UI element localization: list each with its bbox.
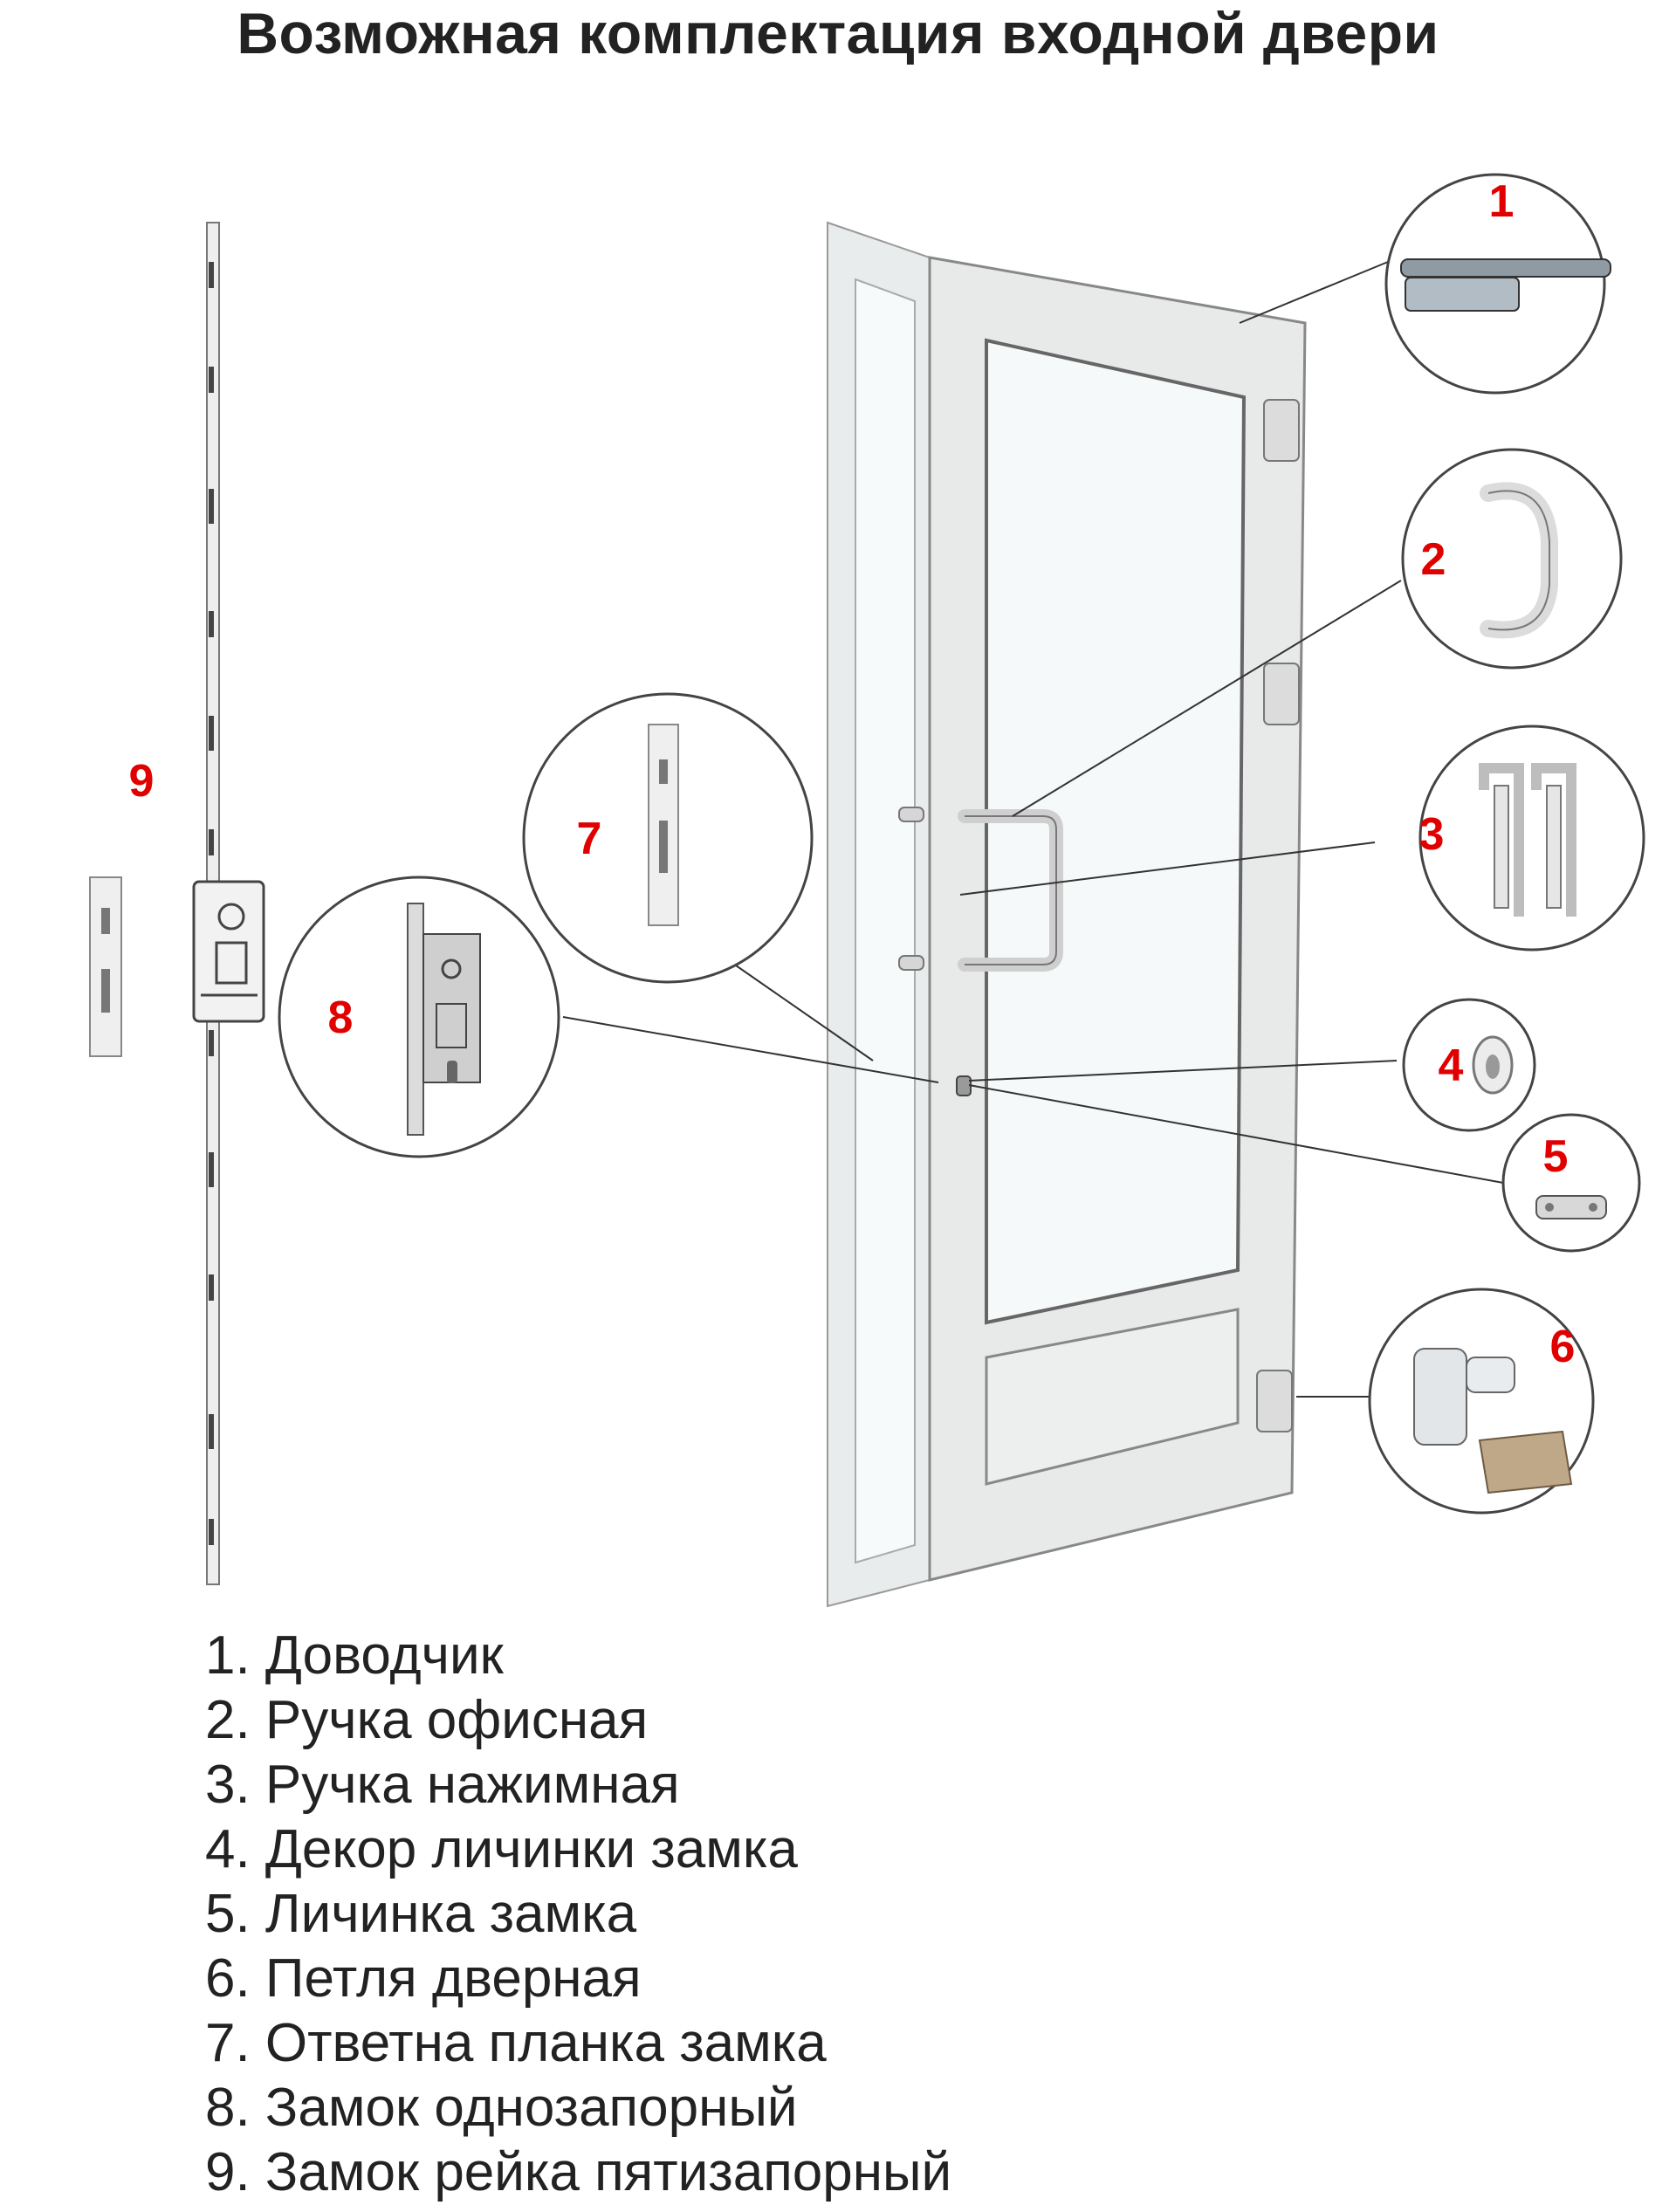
rail-lock-body [192, 880, 265, 1023]
callout-number-2: 2 [1421, 534, 1446, 585]
page-title: Возможная комплектация входной двери [237, 1, 1439, 65]
legend-item: 3. Ручка нажимная [205, 1755, 680, 1815]
callout-number-5: 5 [1543, 1131, 1569, 1182]
door-components-diagram: 9 [89, 173, 1645, 1608]
legend-item: 7. Ответна планка замка [205, 2013, 827, 2073]
multipoint-lock-rail [192, 222, 265, 1585]
callout-single-lock: 8 [278, 876, 560, 1158]
legend-item: 4. Декор личинки замка [205, 1819, 798, 1879]
rail-strike-plate [89, 876, 122, 1057]
legend-item: 8. Замок однозапорный [205, 2078, 798, 2138]
callout-closer: 1 [1384, 173, 1611, 395]
callout-number-3: 3 [1419, 809, 1445, 860]
callout-push-handle: 3 [1418, 725, 1645, 951]
door-keyhole [956, 1075, 972, 1096]
leader-lines [562, 261, 1504, 1398]
callout-cylinder-decor: 4 [1402, 998, 1536, 1132]
callout-number-7: 7 [577, 814, 602, 864]
callout-strike-plate: 7 [522, 692, 814, 984]
legend-item: 5. Личинка замка [205, 1884, 637, 1944]
legend-item: 9. Замок рейка пятизапорный [205, 2142, 952, 2202]
callout-number-8: 8 [328, 993, 354, 1043]
legend-item: 2. Ручка офисная [205, 1690, 649, 1750]
callout-number-1: 1 [1489, 176, 1515, 227]
callout-office-handle: 2 [1401, 448, 1623, 670]
callout-number-6: 6 [1550, 1322, 1576, 1372]
door-glass [985, 338, 1247, 1325]
callout-number-4: 4 [1439, 1041, 1464, 1091]
callout-lock-cylinder: 5 [1501, 1113, 1641, 1253]
legend-item: 6. Петля дверная [205, 1948, 642, 2009]
callout-number-9: 9 [129, 756, 155, 807]
component-legend: 1. Доводчик 2. Ручка офисная 3. Ручка на… [205, 1624, 951, 2205]
door-lower-panel [985, 1308, 1240, 1486]
callout-door-hinge: 6 [1368, 1288, 1595, 1515]
legend-item: 1. Доводчик [205, 1625, 504, 1686]
door-hinges [1256, 399, 1300, 1432]
door-illustration [827, 221, 1307, 1608]
